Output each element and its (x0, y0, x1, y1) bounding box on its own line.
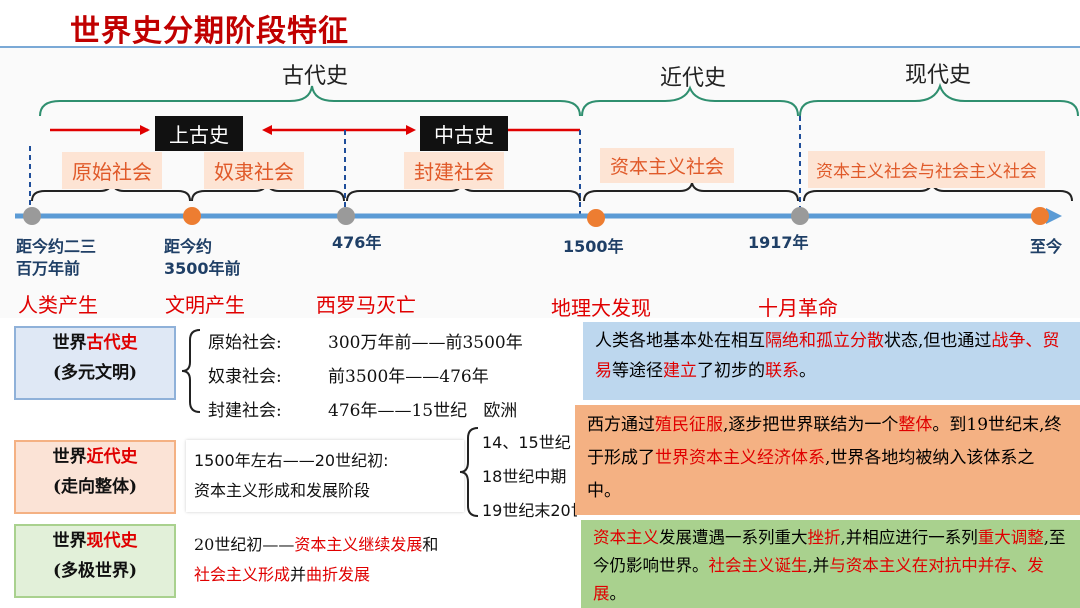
date-origin: 距今约二三百万年前 (16, 237, 97, 278)
row-contemporary-label: 世界现代史 (多极世界) (14, 524, 176, 598)
modern-brace (581, 85, 799, 117)
contemporary-note: 资本主义发展遭遇一系列重大挫折,并相应进行一系列重大调整,至今仍影响世界。社会主… (581, 520, 1080, 608)
ancient-stage-item: 原始社会:300万年前——前3500年 (208, 333, 523, 353)
node-origin (23, 207, 41, 225)
society-capitalist: 资本主义社会 (600, 148, 735, 183)
node-476 (337, 207, 355, 225)
era-ancient: 古代史 (282, 64, 349, 89)
ancient-stage-item: 封建社会:476年——15世纪 欧洲 (208, 401, 518, 421)
row-modern-label: 世界近代史 (走向整体) (14, 440, 176, 514)
node-now (1031, 207, 1049, 225)
contemporary-brace (799, 82, 1079, 117)
date-476: 476年 (332, 233, 382, 252)
event-humans: 人类产生 (18, 293, 98, 317)
timeline-graphic (15, 82, 1079, 227)
modern-note: 西方通过殖民征服,逐步把世界联结为一个整体。到19世纪末,终于形成了世界资本主义… (575, 405, 1080, 515)
event-civilization: 文明产生 (165, 293, 245, 317)
modern-desc: 1500年左右——20世纪初:资本主义形成和发展阶段 (186, 440, 464, 512)
society-primitive: 原始社会 (62, 152, 162, 189)
page-title: 世界史分期阶段特征 (70, 14, 349, 49)
event-october-revolution: 十月革命 (758, 296, 838, 320)
event-rome-fall: 西罗马灭亡 (316, 293, 416, 317)
event-discovery: 地理大发现 (551, 296, 651, 320)
society-cap-soc: 资本主义社会与社会主义社会 (808, 151, 1045, 188)
ancient-brace (39, 85, 581, 117)
contemporary-desc: 20世纪初——资本主义继续发展和 社会主义形成并曲折发展 (186, 524, 571, 596)
upper-ancient-label: 上古史 (155, 116, 243, 151)
middle-ancient-label: 中古史 (420, 116, 508, 151)
society-feudal: 封建社会 (404, 152, 504, 189)
date-1500: 1500年 (563, 237, 624, 256)
row-ancient-label: 世界古代史 (多元文明) (14, 326, 176, 400)
modern-stage-list: 14、15世纪 18世纪中期 19世纪末20世纪初——垄断资本主义时期 (482, 433, 577, 520)
era-contemporary: 现代史 (905, 63, 972, 88)
ancient-note: 人类各地基本处在相互隔绝和孤立分散状态,但也通过战争、贸易等途径建立了初步的联系… (583, 322, 1080, 400)
date-now: 至今 (1030, 237, 1063, 256)
node-1917 (791, 207, 809, 225)
ancient-stage-item: 奴隶社会:前3500年——476年 (208, 367, 489, 387)
society-slave: 奴隶社会 (204, 152, 304, 189)
ancient-stage-list: 原始社会:300万年前——前3500年 奴隶社会:前3500年——476年 封建… (208, 326, 583, 428)
era-modern: 近代史 (660, 66, 727, 91)
date-1917: 1917年 (748, 233, 809, 252)
node-1500 (587, 209, 605, 227)
node-3500bc (183, 207, 201, 225)
